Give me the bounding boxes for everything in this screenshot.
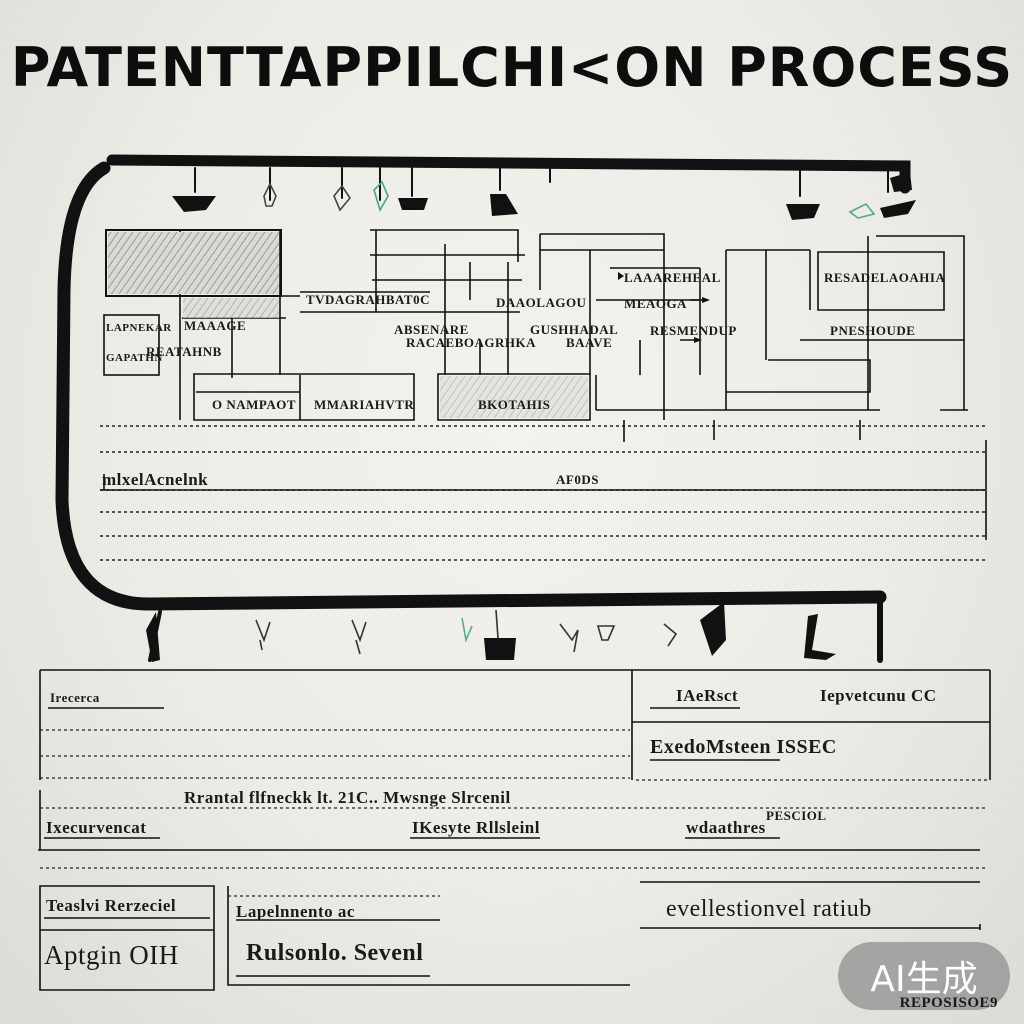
form-row4-right: evellestionvel ratiub — [666, 896, 872, 922]
flow-label: PNESHOUDE — [830, 323, 916, 338]
flow-label: BKOTAHIS — [478, 397, 551, 412]
form-row3-right-a: wdaathres — [686, 818, 766, 837]
flow-label: MAAAGE — [184, 318, 247, 333]
flow-label: RESMENDUP — [650, 323, 737, 338]
form-row1-right-b: Iepvetcunu CC — [820, 686, 937, 705]
form-row4-mid-bottom: Rulsonlo. Sevenl — [246, 940, 424, 966]
flow-label: MEAOGA — [624, 296, 687, 311]
flow-label: RACAEBOAGRHKA — [406, 335, 537, 350]
form-row3-right-b: PESCIOL — [766, 808, 827, 823]
form-row1-right-a: IAeRsct — [676, 686, 739, 705]
flow-label: GUSHHADAL — [530, 322, 619, 337]
form-row4-mid-top: Lapelnnento ac — [236, 902, 355, 921]
flow-label: O NAMPAOT — [212, 397, 297, 412]
flow-label: RESADELAOAHIA — [824, 270, 946, 285]
flow-label: DAAOLAGOU — [496, 295, 587, 310]
sketch-strip — [183, 298, 279, 318]
flow-label: BAAVE — [566, 335, 613, 350]
flow-label: LAAAREHEAL — [624, 270, 721, 285]
form-row3-top: Rrantal flfneckk lt. 21C.. Mwsnge Slrcen… — [184, 788, 511, 807]
form-row2-right: ExedoMsteen ISSEC — [650, 736, 837, 758]
form-row4-left-top: Teaslvi Rerzeciel — [46, 896, 177, 915]
sketch-thumbnail — [108, 232, 279, 294]
footer-code: REPOSISOE9 — [899, 995, 998, 1011]
page-title: PATENTTAPPILCHI<ON PROCESS — [10, 36, 1014, 99]
ai-generated-badge: AI生成 — [838, 942, 1010, 1010]
flow-label: TVDAGRAHBAT0C — [306, 292, 430, 307]
flow-label: REATAHNB — [146, 344, 222, 359]
form-row1-left: Irecerca — [50, 690, 100, 705]
frame-row-mid-label: AF0DS — [556, 472, 599, 487]
form-row3-mid: IKesyte Rllsleinl — [412, 818, 540, 837]
flow-label: ABSENARE — [394, 322, 469, 337]
frame-row-label: mlxelAcnelnk — [102, 470, 209, 489]
form-row3-left: Ixecurvencat — [46, 818, 147, 837]
form-row4-left-bottom: Aptgin OIH — [44, 940, 179, 970]
flow-label: LAPNEKAR — [106, 322, 172, 334]
sketch-panel — [440, 376, 588, 418]
flow-label: MMARIAHVTR — [314, 397, 415, 412]
flow-label: GAPATHN — [106, 352, 163, 364]
